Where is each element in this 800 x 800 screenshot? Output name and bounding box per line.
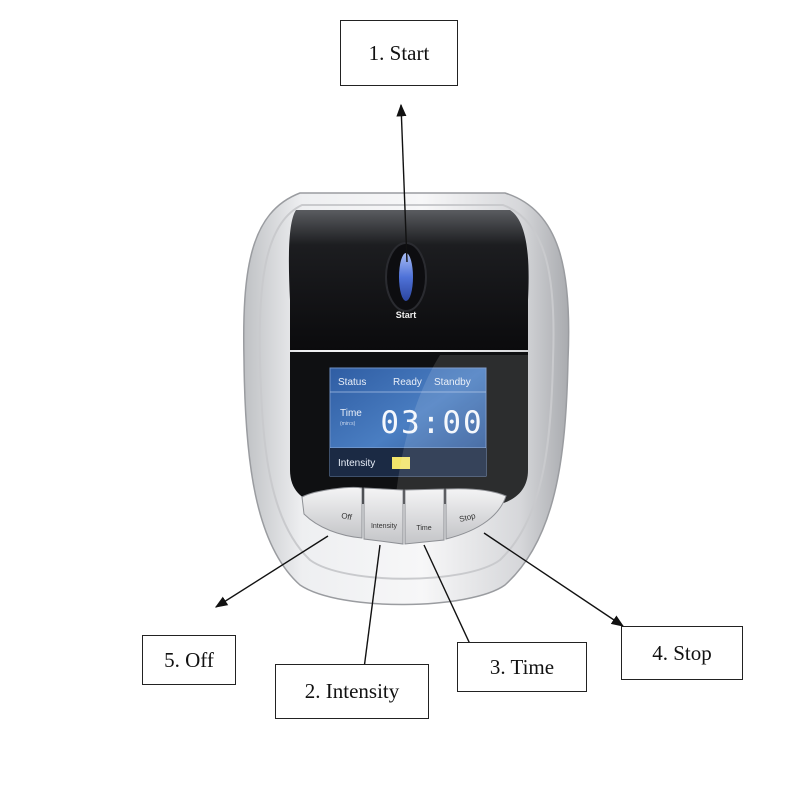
status-label: Status (338, 377, 366, 388)
intensity-indicator (392, 457, 410, 469)
screen-glare (395, 355, 528, 504)
off-button[interactable] (301, 487, 363, 539)
start-arrow (396, 103, 408, 263)
off-arrow (214, 535, 329, 608)
callout-intensity: 2. Intensity (275, 664, 429, 719)
callout-stop: 4. Stop (621, 626, 743, 680)
stop-button[interactable] (445, 488, 507, 540)
stop-button-label: Stop (458, 511, 477, 524)
callout-start: 1. Start (340, 20, 458, 86)
time-button[interactable] (404, 488, 445, 545)
callout-time: 3. Time (457, 642, 587, 692)
ready-label: Ready (393, 377, 422, 388)
time-arrow (423, 544, 477, 659)
intensity-display-label: Intensity (338, 458, 375, 469)
callout-off: 5. Off (142, 635, 236, 685)
time-readout: 03:00 (380, 405, 483, 441)
intensity-arrow (358, 544, 381, 686)
time-label: Time (340, 408, 362, 419)
standby-label: Standby (434, 377, 471, 388)
time-button-label: Time (416, 525, 431, 532)
start-button-label: Start (396, 310, 417, 320)
time-unit: (min:s) (340, 421, 356, 427)
intensity-button[interactable] (363, 487, 404, 545)
intensity-button-label: Intensity (371, 523, 398, 530)
stop-arrow (483, 532, 625, 627)
off-button-label: Off (340, 511, 353, 522)
start-button[interactable] (385, 242, 427, 312)
